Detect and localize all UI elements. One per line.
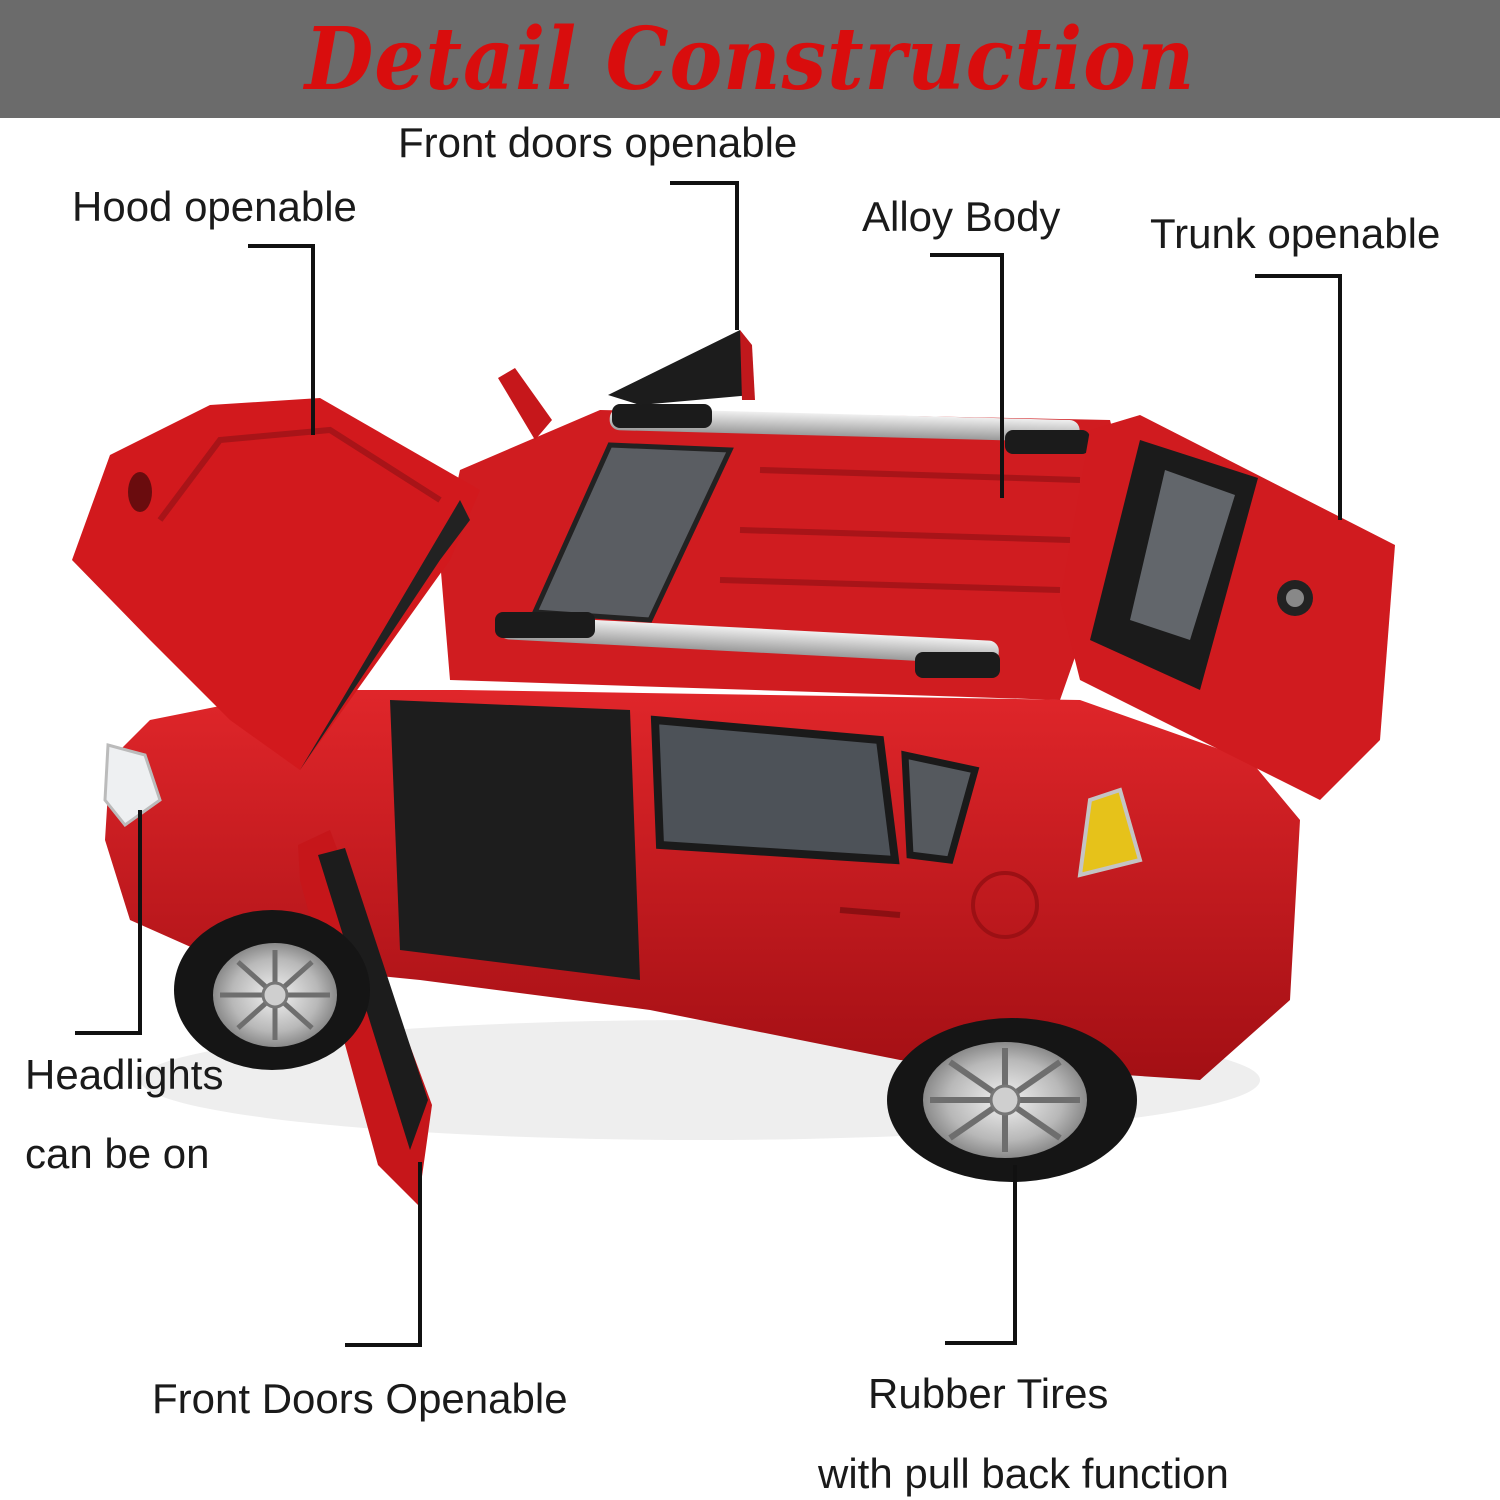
rear-wheel — [887, 1018, 1137, 1182]
leader-trunk — [1255, 274, 1342, 520]
leader-front-doors-bottom — [345, 1162, 422, 1347]
title-banner: Detail Construction — [0, 0, 1500, 118]
callout-tires-line1: Rubber Tires — [868, 1370, 1109, 1417]
callout-headlights-line2: can be on — [25, 1130, 210, 1177]
leader-front-doors-top — [670, 181, 739, 330]
leader-hood — [248, 244, 315, 435]
callout-front-doors-top: Front doors openable — [398, 119, 798, 166]
leader-tires — [945, 1165, 1017, 1345]
callout-alloy-body: Alloy Body — [862, 193, 1061, 240]
page-title: Detail Construction — [304, 8, 1196, 110]
open-door-bottom — [298, 830, 432, 1205]
open-trunk — [1060, 415, 1395, 800]
callout-lines — [75, 181, 1342, 1347]
open-door-top — [498, 330, 755, 440]
callout-front-doors-bottom: Front Doors Openable — [152, 1375, 568, 1422]
leader-headlights — [75, 810, 142, 1035]
front-wheel — [174, 910, 370, 1070]
callout-hood: Hood openable — [72, 183, 357, 230]
callout-tires-line2: with pull back function — [818, 1450, 1229, 1497]
callout-trunk: Trunk openable — [1150, 210, 1441, 257]
car-body — [103, 404, 1300, 1080]
callout-headlights-line1: Headlights — [25, 1051, 224, 1098]
open-hood — [72, 398, 480, 770]
leader-alloy-body — [930, 253, 1004, 498]
